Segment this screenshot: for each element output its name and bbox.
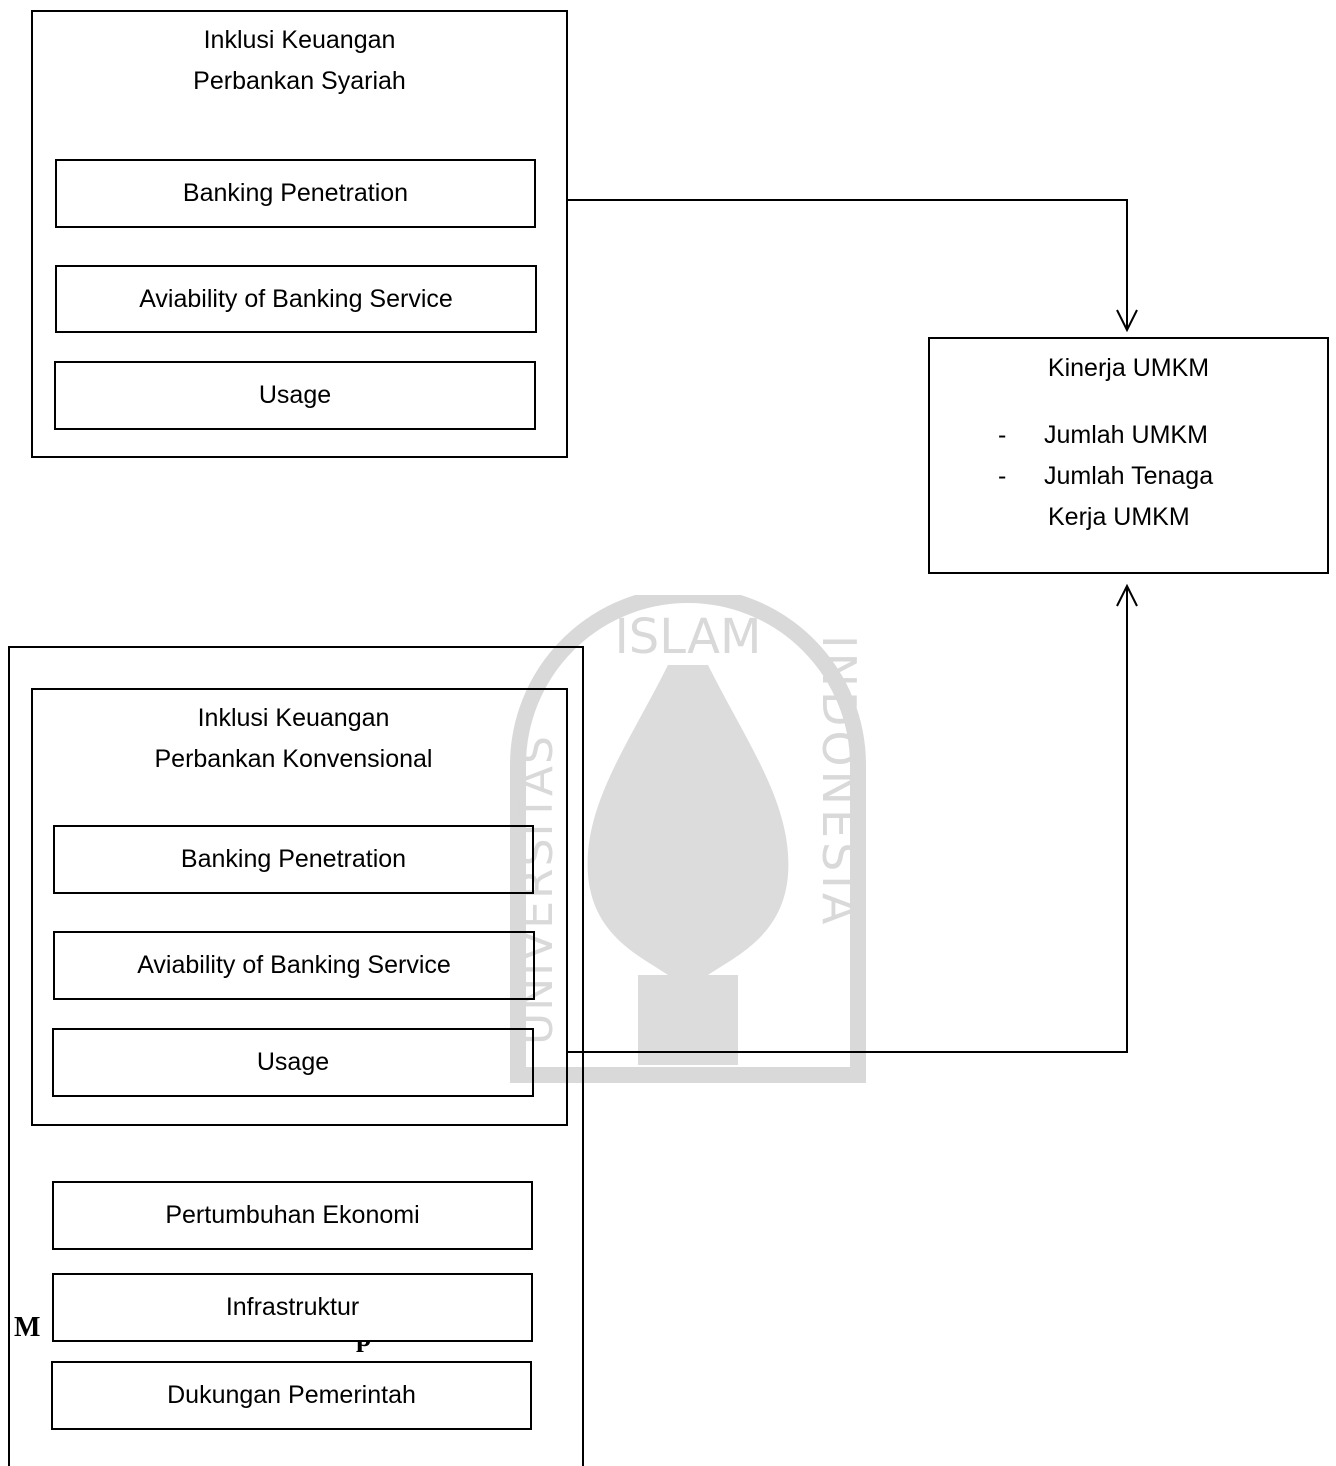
control-item-dukungan-pemerintah: Dukungan Pemerintah: [51, 1361, 532, 1430]
syariah-item-banking-penetration: Banking Penetration: [55, 159, 536, 228]
kinerja-list-item: Kerja UMKM: [998, 497, 1298, 538]
bullet-dash: -: [998, 421, 1007, 449]
konvensional-item-banking-penetration: Banking Penetration: [53, 825, 534, 894]
konvensional-title: Inklusi Keuangan Perbankan Konvensional: [31, 698, 556, 780]
kinerja-list-item: - Jumlah Tenaga: [998, 456, 1298, 497]
control-item-infrastruktur: Infrastruktur: [52, 1273, 533, 1342]
syariah-group: [31, 10, 568, 458]
university-watermark-logo: ISLAM INDONESIA UNIVERSITAS: [510, 595, 866, 1083]
partial-heading-left: M: [14, 1312, 41, 1343]
syariah-title: Inklusi Keuangan Perbankan Syariah: [31, 20, 568, 102]
arrowhead-up: [1116, 583, 1138, 607]
arrow-syariah-to-kinerja: [567, 199, 1128, 328]
control-item-pertumbuhan-ekonomi: Pertumbuhan Ekonomi: [52, 1181, 533, 1250]
control-group: [8, 646, 584, 1466]
kinerja-umkm-box: [928, 337, 1329, 574]
arrowhead-down: [1116, 309, 1138, 333]
kinerja-title: Kinerja UMKM: [1047, 354, 1210, 382]
konvensional-group: [31, 688, 568, 1126]
konvensional-title-line2: Perbankan Konvensional: [154, 745, 433, 773]
konvensional-title-line1: Inklusi Keuangan: [197, 704, 390, 732]
konvensional-item-aviability: Aviability of Banking Service: [53, 931, 535, 1000]
watermark-right-text: INDONESIA: [812, 635, 866, 928]
kinerja-list: - Jumlah UMKM - Jumlah Tenaga Kerja UMKM: [998, 415, 1298, 538]
kinerja-list-item: - Jumlah UMKM: [998, 415, 1298, 456]
kinerja-bullet-text: Kerja UMKM: [1048, 503, 1190, 531]
watermark-top-text: ISLAM: [615, 609, 762, 665]
watermark-left-text: UNIVERSITAS: [512, 734, 563, 1045]
bullet-dash: -: [998, 462, 1007, 490]
syariah-title-line1: Inklusi Keuangan: [203, 26, 396, 54]
konvensional-item-usage: Usage: [52, 1028, 534, 1097]
kinerja-bullet-text: Jumlah Tenaga: [1044, 462, 1214, 490]
syariah-title-line2: Perbankan Syariah: [193, 67, 406, 95]
syariah-item-aviability: Aviability of Banking Service: [55, 265, 537, 333]
syariah-item-usage: Usage: [54, 361, 536, 430]
kinerja-bullet-text: Jumlah UMKM: [1044, 421, 1208, 449]
arrow-konvensional-to-kinerja: [567, 588, 1128, 1053]
